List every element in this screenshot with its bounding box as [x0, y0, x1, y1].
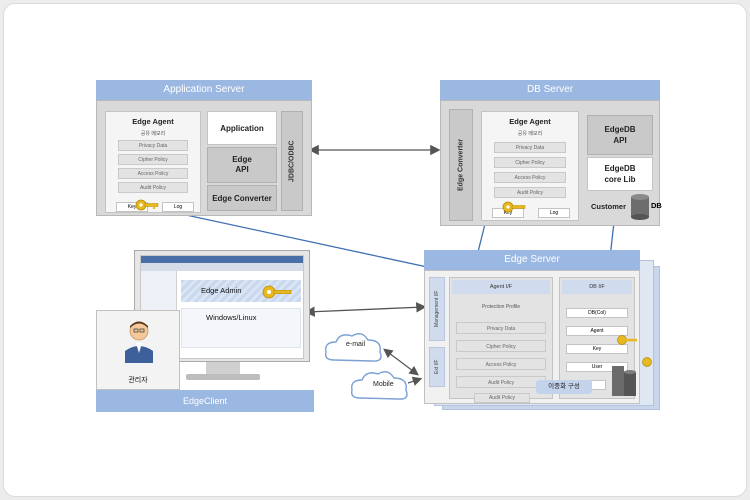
app-policy-access: Access Policy [118, 168, 188, 179]
db-agent-title: Edge Agent [509, 117, 551, 126]
app-policy-audit: Audit Policy [118, 182, 188, 193]
screen-content: Windows/Linux [181, 308, 301, 348]
screen-titlebar [141, 256, 303, 263]
db-policy-access: Access Policy [494, 172, 566, 183]
audit-policy-back: Audit Policy [474, 393, 530, 403]
management-if-bar: Management I/F [429, 277, 445, 341]
screen-menubar [141, 263, 303, 271]
agent-item-1: Privacy Data [456, 322, 546, 334]
agent-item-2: Cipher Policy [456, 340, 546, 352]
db-item-0: DB(Col) [566, 308, 628, 318]
app-key-box: Key [116, 202, 148, 212]
db-policy-cipher: Cipher Policy [494, 157, 566, 168]
db-key-icon [502, 201, 526, 213]
db-item-2: Key [566, 344, 628, 354]
edge-key-icon-2 [642, 357, 652, 367]
customer-db-icon [631, 194, 649, 220]
db-log-box: Log [538, 208, 570, 218]
app-key-icon [135, 199, 159, 211]
edge-converter-box: Edge Converter [207, 185, 277, 211]
db-policy-privacy: Privacy Data [494, 142, 566, 153]
client-edge-arrow [304, 302, 427, 317]
agent-item-4: Audit Policy [456, 376, 546, 388]
db-edge-converter-bar: Edge Converter [449, 109, 473, 221]
dup-config-label: 이중화 구성 [536, 380, 592, 394]
db-policy-audit: Audit Policy [494, 187, 566, 198]
customer-label: Customer [591, 202, 627, 211]
mobile-label: Mobile [373, 381, 394, 388]
email-edge-arrow [383, 348, 419, 376]
edge-server-db-icon [612, 366, 636, 396]
monitor-base [186, 374, 260, 380]
edgedb-core-box: EdgeDB core Lib [587, 157, 653, 191]
manager-person-icon [125, 321, 153, 363]
db-agent-sub: 공유 메모리 [517, 131, 543, 137]
db-server-panel: Edge Converter Edge Agent 공유 메모리 Privacy… [440, 100, 662, 226]
edge-server-title: Edge Server [424, 250, 640, 270]
edge-client-label: EdgeClient [96, 390, 314, 412]
email-cloud-icon [324, 333, 382, 362]
agent-item-0: Protection Profile [481, 304, 521, 310]
db-item-3: User [566, 362, 628, 372]
agent-item-3: Access Policy [456, 358, 546, 370]
db-if-header: DB I/F [562, 280, 632, 294]
agent-if-header: Agent I/F [452, 280, 550, 294]
edgedb-core-label: EdgeDB core Lib [604, 164, 636, 184]
app-policy-privacy: Privacy Data [118, 140, 188, 151]
edge-api-label: Edge API [232, 155, 252, 174]
edge-key-icon-1 [617, 335, 637, 345]
monitor-neck [206, 362, 240, 376]
application-box: Application [207, 111, 277, 145]
app-edge-agent: Edge Agent 공유 메모리 Privacy Data Cipher Po… [105, 111, 201, 213]
app-server-panel: Edge Agent 공유 메모리 Privacy Data Cipher Po… [96, 100, 312, 216]
edge-api-box: Edge API [207, 147, 277, 183]
admin-key-icon [262, 285, 292, 299]
edge-admin-label: Edge Admin [201, 286, 242, 295]
mobile-edge-arrow [407, 376, 423, 386]
ext-if-bar: Ext I/F [429, 347, 445, 387]
app-agent-sub: 공유 메모리 [140, 131, 166, 137]
app-policy-cipher: Cipher Policy [118, 154, 188, 165]
db-server-title: DB Server [440, 80, 660, 100]
mobile-cloud-icon [350, 371, 408, 400]
os-label: Windows/Linux [206, 313, 257, 322]
edgedb-api-box: EdgeDB API [587, 115, 653, 155]
db-label: DB [651, 201, 662, 210]
db-edge-agent: Edge Agent 공유 메모리 Privacy Data Cipher Po… [481, 111, 579, 221]
application-label: Application [220, 124, 264, 133]
edgedb-api-label: EdgeDB API [604, 125, 636, 145]
edge-server-panel: Management I/F Ext I/F Agent I/F Protect… [424, 270, 640, 404]
app-log-box: Log [162, 202, 194, 212]
app-agent-title: Edge Agent [132, 117, 174, 126]
jdbc-odbc-bar: JDBC/ODBC [281, 111, 303, 211]
app-server-title: Application Server [96, 80, 312, 100]
manager-label: 관리자 [128, 377, 148, 384]
key-agent-arrow [146, 203, 472, 280]
edge-converter-label: Edge Converter [212, 194, 272, 203]
email-label: e-mail [346, 341, 366, 348]
diagram-canvas: Application Server Edge Agent 공유 메모리 Pri… [3, 3, 747, 497]
db-item-1: Agent [566, 326, 628, 336]
manager-box: 관리자 [96, 310, 180, 390]
